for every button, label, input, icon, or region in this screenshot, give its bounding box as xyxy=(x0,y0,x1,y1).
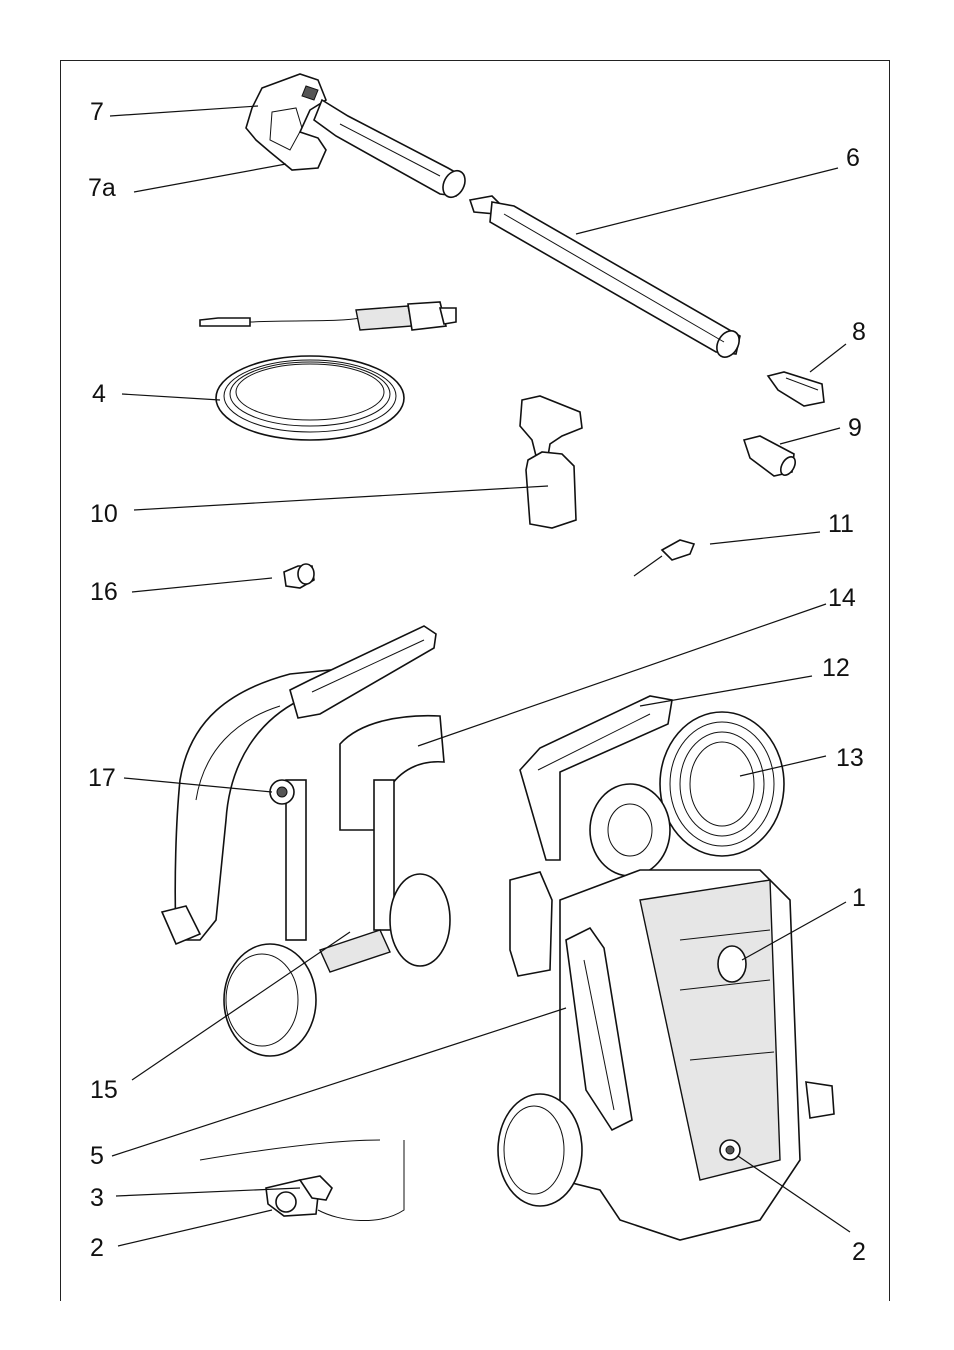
label-3: 3 xyxy=(90,1184,104,1212)
hose-connector xyxy=(284,564,314,588)
detergent-bottle xyxy=(520,396,582,528)
label-14: 14 xyxy=(828,584,856,612)
label-15: 15 xyxy=(90,1076,118,1104)
leader-7a xyxy=(134,164,286,192)
label-6: 6 xyxy=(846,144,860,172)
nozzle-9 xyxy=(744,436,798,478)
leader-10 xyxy=(134,486,548,510)
machine-front-view xyxy=(498,696,834,1240)
label-1: 1 xyxy=(852,884,866,912)
leader-16 xyxy=(132,578,272,592)
label-16: 16 xyxy=(90,578,118,606)
leader-9 xyxy=(780,428,840,444)
label-12: 12 xyxy=(822,654,850,682)
spray-gun-handle xyxy=(246,74,469,201)
nozzle-cleaning-needle xyxy=(634,540,694,576)
nozzle-8 xyxy=(768,372,824,406)
leader-2-left xyxy=(118,1210,272,1246)
leader-4 xyxy=(122,394,220,400)
label-8: 8 xyxy=(852,318,866,346)
label-17: 17 xyxy=(88,764,116,792)
leader-11 xyxy=(710,532,820,544)
leader-8 xyxy=(810,344,846,372)
leader-15 xyxy=(132,932,350,1080)
label-2-left: 2 xyxy=(90,1234,104,1262)
label-4: 4 xyxy=(92,380,106,408)
machine-rear-view xyxy=(162,626,450,1056)
label-10: 10 xyxy=(90,500,118,528)
label-9: 9 xyxy=(848,414,862,442)
label-2-right: 2 xyxy=(852,1238,866,1266)
leader-6 xyxy=(576,168,838,234)
label-11: 11 xyxy=(828,510,854,538)
label-13: 13 xyxy=(836,744,864,772)
leader-7 xyxy=(110,106,258,116)
leader-12 xyxy=(640,676,812,706)
leader-5 xyxy=(112,1008,566,1156)
label-5: 5 xyxy=(90,1142,104,1170)
label-7: 7 xyxy=(90,98,104,126)
connector-detail xyxy=(200,1140,404,1221)
high-pressure-hose xyxy=(200,302,456,440)
label-7a: 7a xyxy=(88,174,116,202)
spray-lance xyxy=(470,196,744,361)
